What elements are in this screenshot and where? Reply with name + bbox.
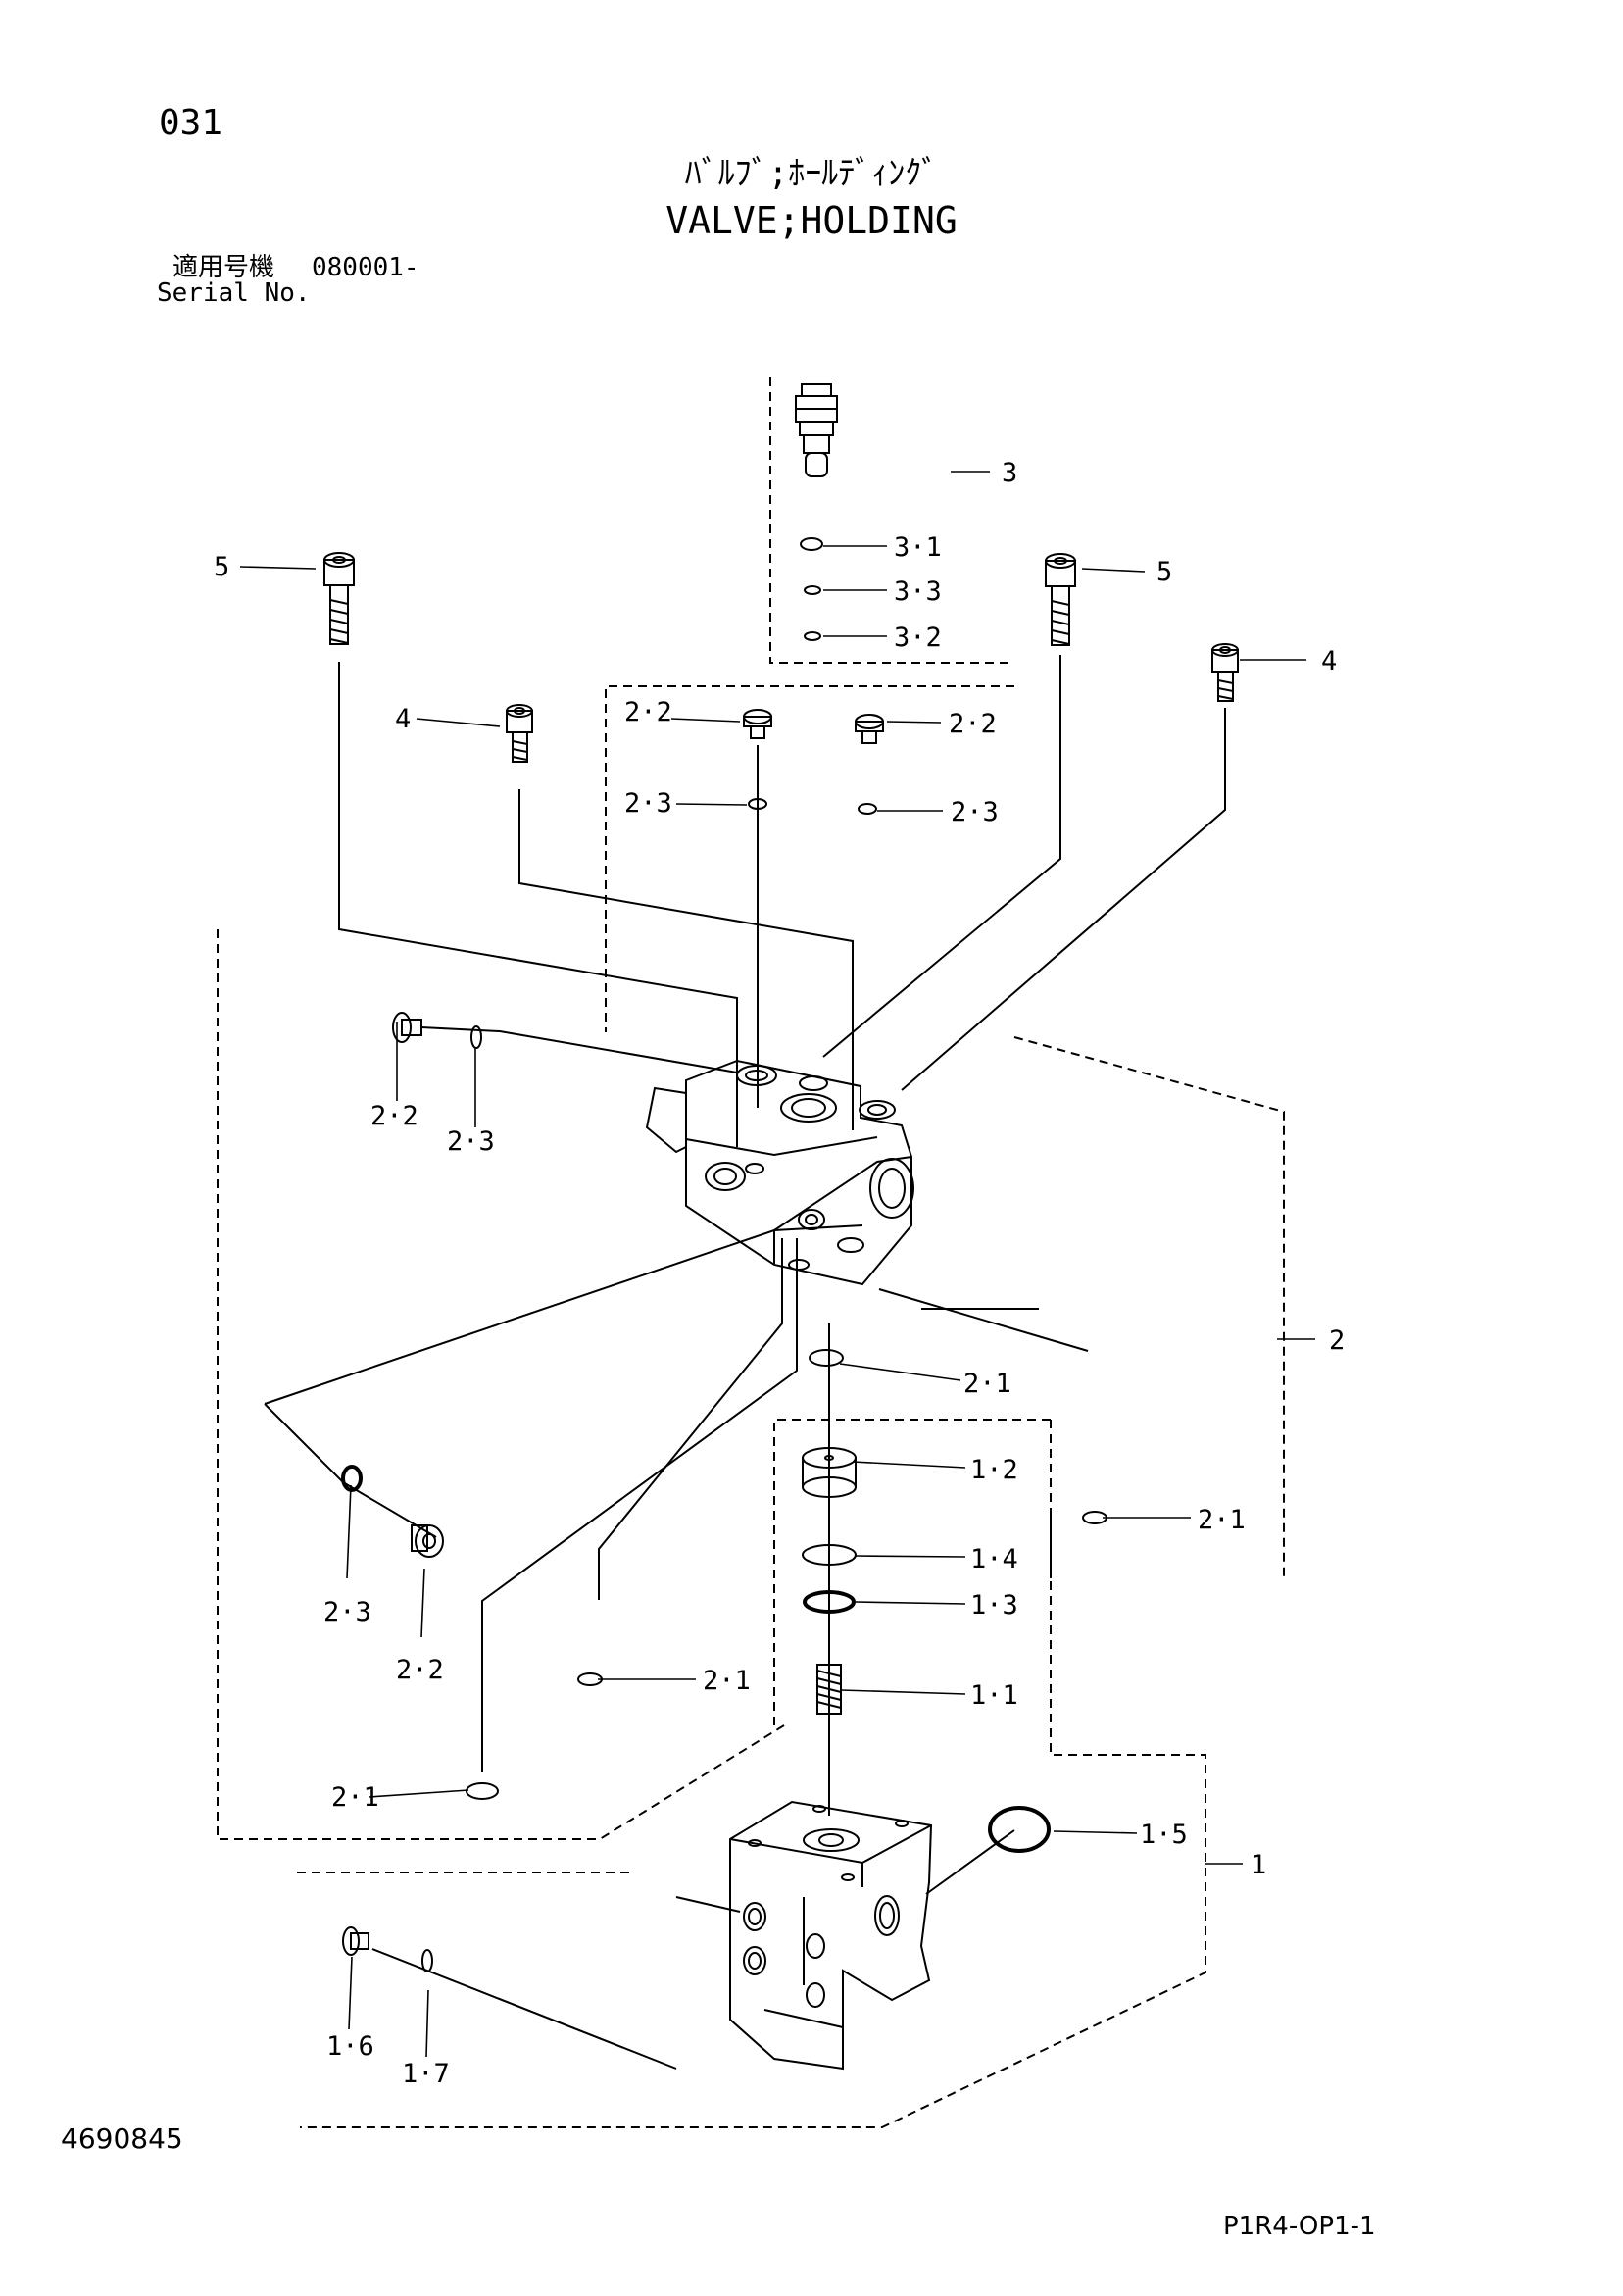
callout-1-2: 1·2: [970, 1455, 1018, 1485]
page-number: 031: [159, 103, 223, 143]
socket-bolt-right: [1045, 553, 1076, 646]
callout-2-2-side: 2·2: [370, 1101, 418, 1131]
socket-bolt-left: [323, 552, 355, 645]
callout-3-1: 3·1: [894, 532, 942, 563]
callout-2-1-b: 2·1: [1198, 1505, 1246, 1535]
page-code: P1R4-OP1-1: [1223, 2212, 1376, 2241]
callout-2-1-c: 2·1: [703, 1666, 751, 1696]
short-socket-bolt-left: [506, 704, 533, 763]
plug-2-2-low: [411, 1524, 444, 1558]
callout-3: 3: [1002, 458, 1017, 488]
backup-ring-1-4: [802, 1544, 857, 1566]
o-ring-2-3-top-right: [858, 803, 877, 815]
callout-5-right: 5: [1156, 557, 1172, 587]
short-socket-bolt-right: [1211, 643, 1239, 702]
callout-1: 1: [1251, 1850, 1266, 1880]
callout-2-2-top-left: 2·2: [624, 697, 672, 727]
o-ring-2-1-d: [466, 1782, 499, 1800]
callout-2-2-low: 2·2: [396, 1655, 444, 1685]
relief-valve-cartridge: [795, 383, 838, 477]
document-number: 4690845: [61, 2122, 183, 2155]
serial-label-english: Serial No.: [157, 278, 311, 308]
serial-value: 080001-: [312, 253, 419, 282]
callout-3-3: 3·3: [894, 576, 942, 607]
plug-2-2-top-right: [855, 714, 884, 744]
title-japanese: ﾊﾞﾙﾌﾞ;ﾎｰﾙﾃﾞｨﾝｸﾞ: [684, 154, 939, 193]
o-ring-2-3-top-left: [748, 798, 767, 810]
o-ring-2-3-low: [341, 1465, 363, 1492]
group-1-boundary: [297, 1419, 1206, 2128]
callout-labels: 3 3·1 3·3 3·2 5 5 4 4 2·2 2·2 2·3 2·3 2·…: [214, 458, 1345, 2089]
o-ring-2-3-side: [470, 1025, 482, 1049]
callout-2-2-top-right: 2·2: [949, 709, 997, 739]
spring-1-1: [816, 1664, 842, 1715]
valve-body: [729, 1800, 933, 2071]
callout-4-left: 4: [395, 704, 411, 734]
o-ring-3-3: [804, 585, 821, 595]
callout-2-3-top-left: 2·3: [624, 788, 672, 819]
callout-2-3-side: 2·3: [447, 1126, 495, 1157]
serial-label-japanese: 適用号機: [172, 253, 275, 282]
callout-3-2: 3·2: [894, 623, 942, 653]
callout-2-3-low: 2·3: [323, 1597, 371, 1627]
callout-1-6: 1·6: [326, 2031, 374, 2062]
valve-housing: [645, 1059, 914, 1286]
o-ring-2-1-b: [1082, 1511, 1107, 1524]
callout-2-1-a: 2·1: [963, 1369, 1011, 1399]
o-ring-1-3: [803, 1590, 856, 1614]
callout-leaders: [239, 471, 1315, 2058]
callout-1-1: 1·1: [970, 1680, 1018, 1711]
o-ring-3-2: [804, 631, 821, 641]
callout-1-5: 1·5: [1140, 1820, 1188, 1850]
callout-1-4: 1·4: [970, 1544, 1018, 1574]
piston-1-2: [802, 1447, 857, 1498]
callout-1-3: 1·3: [970, 1590, 1018, 1621]
plug-1-6: [342, 1926, 369, 1956]
o-ring-3-1: [800, 537, 823, 551]
group-3-boundary: [769, 377, 1014, 664]
callout-2-3-top-right: 2·3: [951, 797, 999, 827]
o-ring-1-7: [421, 1949, 433, 1972]
callout-4-right: 4: [1321, 646, 1337, 676]
plug-2-2-side: [392, 1012, 422, 1043]
callout-2: 2: [1329, 1325, 1345, 1356]
callout-1-7: 1·7: [402, 2059, 450, 2089]
o-ring-2-1-a: [809, 1349, 844, 1367]
callout-5-left: 5: [214, 552, 229, 582]
assembly-lines: [264, 655, 1226, 2070]
callout-2-1-d: 2·1: [331, 1782, 379, 1813]
plug-2-2-top-left: [743, 709, 772, 739]
title-english: VALVE;HOLDING: [665, 199, 958, 242]
o-ring-2-1-c: [577, 1672, 603, 1686]
group-2-boundary: [217, 685, 1285, 1840]
o-ring-1-5: [988, 1806, 1051, 1853]
